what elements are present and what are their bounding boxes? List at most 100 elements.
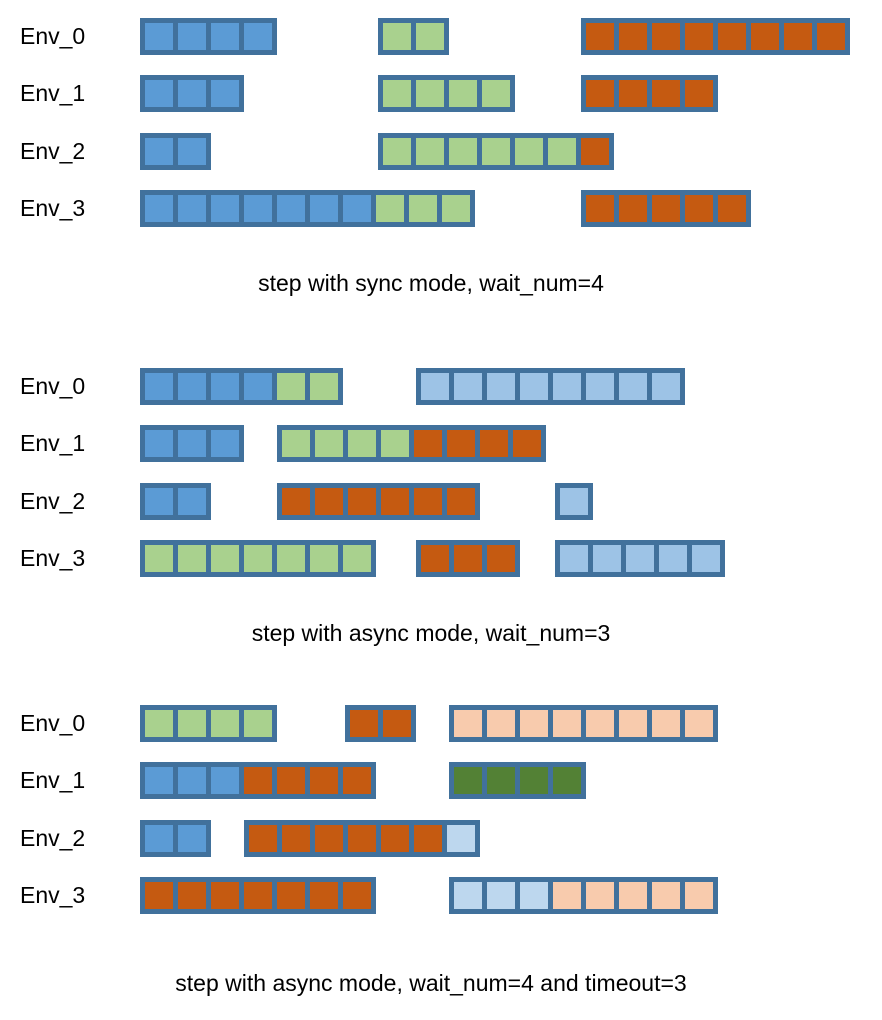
- step-cell-green: [416, 23, 444, 50]
- step-cell-green: [145, 544, 173, 572]
- step-bar: [345, 705, 416, 742]
- env-label: Env_3: [20, 544, 86, 571]
- step-cell-green: [482, 80, 510, 108]
- step-cell-orange: [652, 23, 680, 50]
- step-cell-green: [449, 137, 477, 165]
- step-cell-blue: [244, 194, 272, 222]
- step-bar: [140, 482, 211, 520]
- step-cell-green: [383, 80, 411, 108]
- step-cell-blue: [145, 487, 173, 515]
- step-cell-orange: [454, 544, 482, 572]
- step-cell-orange: [586, 80, 614, 108]
- step-cell-orange: [178, 881, 206, 909]
- step-cell-orange: [817, 23, 845, 50]
- step-cell-blue: [145, 23, 173, 50]
- env-label: Env_0: [20, 710, 86, 736]
- step-cell-orange: [685, 194, 713, 222]
- step-cell-blue: [277, 194, 305, 222]
- env-label: Env_3: [20, 194, 86, 221]
- panel-caption: step with sync mode, wait_num=4: [258, 270, 604, 296]
- step-cell-green: [277, 373, 305, 400]
- step-cell-peach: [487, 710, 515, 737]
- step-cell-blue: [178, 80, 206, 108]
- step-cell-light-blue: [659, 544, 687, 572]
- step-cell-blue: [211, 23, 239, 50]
- step-cell-orange: [381, 824, 409, 852]
- step-bar: [449, 705, 718, 742]
- step-cell-green: [449, 80, 477, 108]
- step-cell-orange: [277, 767, 305, 795]
- step-cell-orange: [381, 487, 409, 515]
- panel-caption: step with async mode, wait_num=3: [251, 620, 611, 646]
- step-cell-orange: [586, 194, 614, 222]
- step-cell-green: [383, 137, 411, 165]
- step-bar: [140, 819, 211, 857]
- step-cell-pale-blue: [520, 881, 548, 909]
- step-cell-orange: [282, 487, 310, 515]
- step-cell-blue: [178, 430, 206, 458]
- step-cell-green: [442, 194, 470, 222]
- step-cell-light-blue: [586, 373, 614, 400]
- step-cell-orange: [414, 430, 442, 458]
- step-cell-blue: [244, 373, 272, 400]
- step-cell-peach: [619, 710, 647, 737]
- step-cell-orange: [244, 881, 272, 909]
- step-cell-light-blue: [692, 544, 720, 572]
- step-cell-orange: [751, 23, 779, 50]
- step-cell-pale-blue: [454, 881, 482, 909]
- step-cell-blue: [145, 373, 173, 400]
- step-cell-orange: [447, 430, 475, 458]
- step-cell-green: [244, 544, 272, 572]
- step-cell-green: [381, 430, 409, 458]
- step-cell-pale-blue: [487, 881, 515, 909]
- step-bar: [140, 762, 376, 800]
- step-bar: [449, 762, 586, 800]
- step-cell-green: [178, 544, 206, 572]
- step-cell-orange: [619, 194, 647, 222]
- env-label: Env_3: [20, 881, 86, 908]
- env-label: Env_2: [20, 824, 86, 851]
- step-cell-orange: [685, 80, 713, 108]
- step-cell-dark-green: [520, 767, 548, 795]
- step-cell-green: [211, 710, 239, 737]
- step-cell-green: [244, 710, 272, 737]
- step-cell-light-blue: [593, 544, 621, 572]
- step-cell-green: [343, 544, 371, 572]
- step-bar: [378, 132, 614, 170]
- step-cell-green: [277, 544, 305, 572]
- step-cell-blue: [211, 430, 239, 458]
- step-cell-orange: [315, 824, 343, 852]
- step-cell-green: [482, 137, 510, 165]
- step-bar: [140, 425, 244, 463]
- step-cell-peach: [586, 881, 614, 909]
- step-cell-orange: [244, 767, 272, 795]
- step-cell-blue: [244, 23, 272, 50]
- step-cell-orange: [586, 23, 614, 50]
- step-cell-green: [178, 710, 206, 737]
- step-cell-blue: [145, 824, 173, 852]
- step-cell-peach: [520, 710, 548, 737]
- step-cell-light-blue: [560, 544, 588, 572]
- step-cell-green: [548, 137, 576, 165]
- step-cell-orange: [211, 881, 239, 909]
- step-cell-peach: [685, 881, 713, 909]
- step-bar: [140, 132, 211, 170]
- step-cell-orange: [619, 80, 647, 108]
- step-cell-peach: [586, 710, 614, 737]
- step-bar: [581, 75, 718, 113]
- step-cell-blue: [178, 137, 206, 165]
- env-label: Env_1: [20, 80, 86, 107]
- step-cell-orange: [383, 710, 411, 737]
- step-cell-light-blue: [454, 373, 482, 400]
- step-cell-blue: [343, 194, 371, 222]
- step-bar: [449, 876, 718, 914]
- step-cell-orange: [447, 487, 475, 515]
- step-cell-peach: [619, 881, 647, 909]
- step-cell-orange: [343, 881, 371, 909]
- step-cell-light-blue: [560, 487, 588, 515]
- step-cell-orange: [619, 23, 647, 50]
- step-cell-orange: [421, 544, 449, 572]
- step-cell-blue: [211, 80, 239, 108]
- step-cell-blue: [178, 373, 206, 400]
- step-cell-light-blue: [626, 544, 654, 572]
